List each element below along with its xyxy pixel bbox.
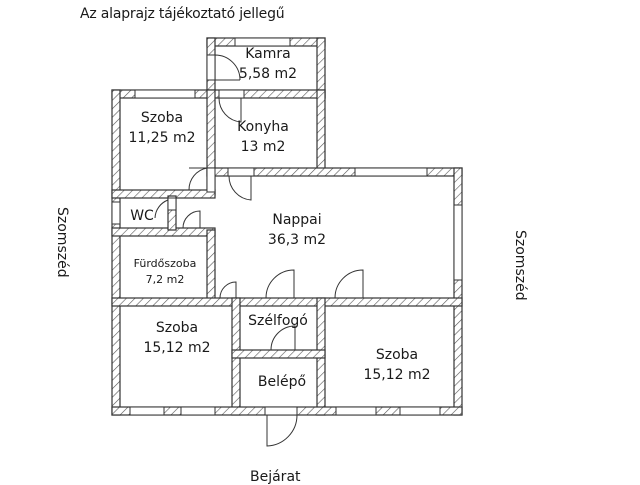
room-szoba-nw: Szoba 11,25 m2 [128,108,195,148]
room-area: 15,12 m2 [143,340,211,356]
room-area: 15,12 m2 [363,367,431,383]
room-name: Fürdőszoba [133,257,197,270]
room-name: Kamra [245,46,291,62]
neighbor-right-label: Szomszéd [512,230,528,301]
room-name: Szélfogó [248,313,308,329]
room-name: Nappai [272,212,322,228]
plan-title: Az alaprajz tájékoztató jellegű [80,6,285,22]
room-name: WC [130,208,154,224]
room-wc: WC [130,206,154,226]
room-name: Belépő [257,374,307,390]
doors [154,54,364,447]
room-szoba-se: Szoba 15,12 m2 [363,345,430,385]
room-name: Szoba [140,110,184,126]
room-area: 11,25 m2 [128,130,196,146]
room-nappai: Nappai 36,3 m2 [268,210,326,250]
room-konyha: Konyha 13 m2 [237,117,289,157]
room-area: 7,2 m2 [145,273,185,286]
room-kamra: Kamra 5,58 m2 [239,44,297,84]
room-area: 13 m2 [240,139,286,155]
entrance-label: Bejárat [250,469,301,485]
room-furdoszoba: Fürdőszoba 7,2 m2 [134,256,197,288]
room-name: Szoba [375,347,419,363]
windows [111,37,463,416]
room-area: 36,3 m2 [267,232,327,248]
neighbor-left-label: Szomszéd [54,207,70,278]
room-szoba-sw: Szoba 15,12 m2 [143,318,210,358]
room-area: 5,58 m2 [238,66,298,82]
room-belepo: Belépő [258,372,306,392]
room-name: Szoba [155,320,199,336]
room-name: Konyha [237,119,289,135]
room-szelfogo: Szélfogó [248,311,308,331]
